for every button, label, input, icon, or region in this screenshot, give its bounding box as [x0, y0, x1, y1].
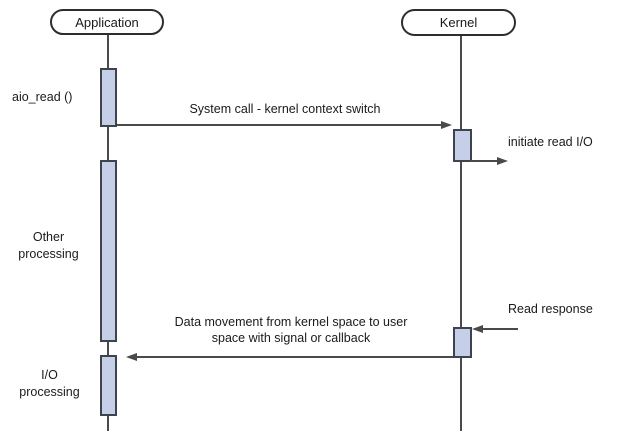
read-response-arrowhead-icon: [472, 325, 483, 333]
system-call-message-label: System call - kernel context switch: [189, 102, 381, 116]
activation-io-processing: [100, 355, 117, 416]
actor-kernel-label: Kernel: [439, 15, 478, 30]
read-response-message-label: Read response: [508, 302, 593, 316]
system-call-arrowhead-icon: [441, 121, 452, 129]
system-call-arrow: [117, 124, 442, 126]
actor-application-label: Application: [75, 14, 139, 30]
data-movement-message-label: Data movement from kernel space to user …: [174, 315, 408, 345]
activation-other-processing: [100, 160, 117, 342]
activation-aio-read: [100, 68, 117, 127]
data-movement-arrowhead-icon: [126, 353, 137, 361]
other-processing-label: Other processing: [18, 230, 79, 261]
kernel-lifeline: [460, 36, 462, 431]
initiate-read-message-label: initiate read I/O: [508, 135, 593, 149]
aio-read-label: aio_read (): [12, 90, 73, 104]
actor-kernel-node: Kernel: [401, 9, 516, 36]
initiate-read-arrowhead-icon: [497, 157, 508, 165]
actor-application-node: Application: [50, 9, 164, 35]
activation-kernel-initiate-read: [453, 129, 472, 162]
data-movement-arrow: [136, 356, 453, 358]
read-response-arrow: [482, 328, 518, 330]
initiate-read-arrow: [470, 160, 498, 162]
activation-kernel-read-response: [453, 327, 472, 358]
io-processing-label: I/O processing: [19, 368, 80, 399]
